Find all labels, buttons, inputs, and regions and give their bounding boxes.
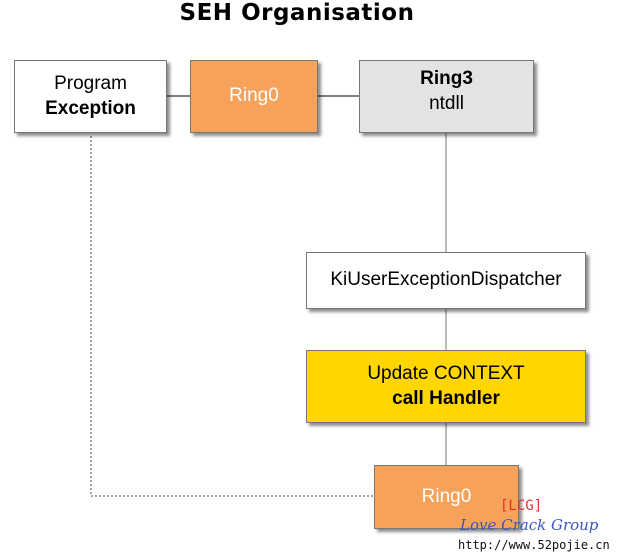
ring0-top-label: Ring0 <box>229 85 279 107</box>
update-context-line2: call Handler <box>392 387 500 409</box>
link-program-ring0-bottom-dotted <box>90 136 374 497</box>
ring0-bottom-node: Ring0 <box>374 465 519 529</box>
watermark-group: Love Crack Group <box>460 516 599 534</box>
watermark-tag: [LCG] <box>500 498 543 514</box>
ring0-bottom-label: Ring0 <box>421 485 472 507</box>
ki-dispatcher-node: KiUserExceptionDispatcher <box>306 252 586 309</box>
program-exception-line2: Exception <box>45 97 136 119</box>
update-context-line1: Update CONTEXT <box>367 362 525 384</box>
ring3-line1: Ring3 <box>420 68 473 89</box>
ring3-ntdll-node: Ring3 ntdll <box>359 60 534 133</box>
watermark-url: http://www.52pojie.cn <box>458 538 610 552</box>
ring0-top-node: Ring0 <box>190 60 318 133</box>
update-context-node: Update CONTEXT call Handler <box>306 350 586 423</box>
program-exception-line1: Program <box>54 72 127 94</box>
ki-dispatcher-label: KiUserExceptionDispatcher <box>330 269 562 291</box>
ring3-line2: ntdll <box>429 92 464 114</box>
diagram-title: SEH Organisation <box>179 0 415 26</box>
program-exception-node: Program Exception <box>14 60 167 133</box>
